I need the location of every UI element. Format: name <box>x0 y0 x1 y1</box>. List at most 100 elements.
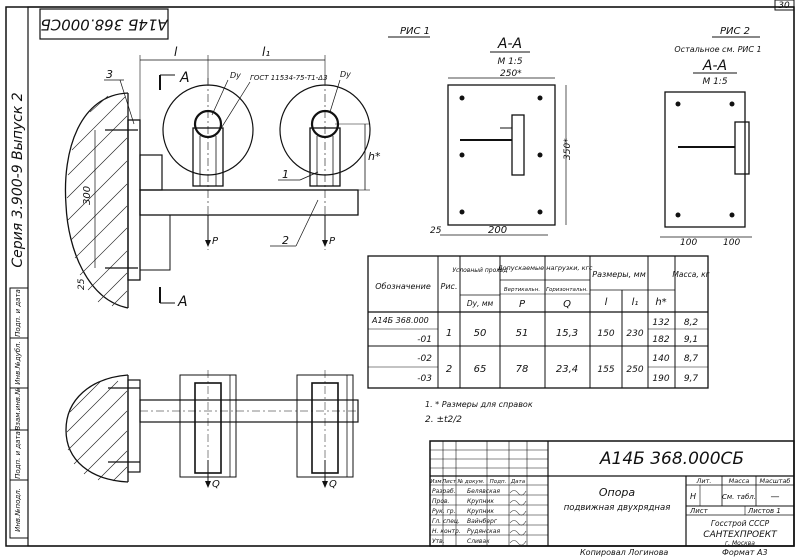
footer-format: Формат А3 <box>722 548 768 557</box>
note-2: 2. ±t2/2 <box>425 415 462 425</box>
tb-col-izm: Изм <box>430 479 441 485</box>
th-mass: Масса, кг <box>672 270 709 279</box>
fig2-dim-b: 100 <box>723 238 740 248</box>
row2-fig: 2 <box>446 364 452 375</box>
tb-org3: г. Москва <box>725 540 755 547</box>
footer-copied: Копировал Логинова <box>580 548 668 557</box>
tb-role-0: Разраб. <box>432 488 456 495</box>
th-horiz: Горизонтальн. <box>546 287 588 293</box>
tb-role-3: Гл. спец. <box>432 518 460 525</box>
fig2-scale: М 1:5 <box>702 77 727 87</box>
sheet-number: 30 <box>778 1 790 11</box>
section-a-25: 25 <box>430 226 442 236</box>
leader-2: 2 <box>282 234 289 247</box>
fig2-dim-a: 100 <box>680 238 697 248</box>
tb-name-4: Рудянская <box>467 528 500 535</box>
row2-Q: 23,4 <box>556 364 578 375</box>
tb-role-2: Рук. гр. <box>432 508 456 515</box>
du1-label: Dу <box>230 71 241 80</box>
tb-masshtab: Масштаб <box>760 477 791 485</box>
title-block: Изм Лист № докум. Подп. Дата Разраб. Бел… <box>429 440 795 547</box>
figure1-front-view: РИС 1 <box>64 26 430 310</box>
section-a-width: 250* <box>500 69 522 79</box>
side-label-1: Подп. и дата <box>14 431 22 479</box>
tb-lit: Лит. <box>696 477 712 485</box>
fig1-title: РИС 1 <box>400 26 430 37</box>
parameters-table: Обозначение Рис. Условный проход Dу, мм … <box>367 255 710 389</box>
fig2-title: РИС 2 <box>720 26 750 37</box>
leader-1: 1 <box>282 168 289 181</box>
tb-name-5: Сливак <box>467 538 490 545</box>
row0-mass: 8,2 <box>684 318 699 328</box>
series-label: Серия 3.900-9 Выпуск 2 <box>10 92 26 267</box>
load-q1: Q <box>212 479 220 490</box>
row1-designation: -01 <box>417 335 432 345</box>
tb-name-0: Белявская <box>467 488 500 495</box>
section-a-left: А-А М 1:5 250* 350* 200 25 <box>430 36 573 236</box>
tb-role-1: Пров. <box>432 498 450 505</box>
tb-lit-val: Н <box>690 492 696 501</box>
fig2-note: Остальное см. РИС 1 <box>674 45 761 54</box>
tb-col-date: Дата <box>510 479 526 485</box>
row2-h: 140 <box>652 354 669 364</box>
row1-h: 182 <box>652 335 669 345</box>
row0-designation: А14Б 368.000 <box>371 316 429 325</box>
row2-designation: -02 <box>417 354 432 364</box>
tb-listov: Листов 1 <box>747 507 781 515</box>
th-vert: Вертикальн. <box>504 287 540 293</box>
load-p1: P <box>212 236 219 247</box>
th-loads: Допускаемые нагрузки, кгс <box>496 264 592 272</box>
row0-l: 150 <box>597 329 614 339</box>
row2-P: 78 <box>516 364 529 375</box>
th-l1: l₁ <box>632 297 639 308</box>
section-a-height: 350* <box>563 138 573 160</box>
tb-org1: Госстрой СССР <box>711 519 770 528</box>
side-label-4: Подп. и дата <box>14 289 22 337</box>
row0-fig: 1 <box>446 328 452 339</box>
side-label-3: Инв.№дубл. <box>14 341 22 384</box>
tb-massa: Масса <box>729 477 750 485</box>
th-l: l <box>605 297 608 308</box>
row3-designation: -03 <box>417 374 432 384</box>
row0-P: 51 <box>516 328 529 339</box>
th-fig: Рис. <box>441 282 458 291</box>
sheet-number-box <box>774 0 795 11</box>
th-h: h* <box>655 297 666 308</box>
tb-mass-val: См. табл. <box>722 493 756 501</box>
th-du: Dу, мм <box>467 299 494 308</box>
tb-scale-val: — <box>771 492 780 502</box>
tb-name2: подвижная двухрядная <box>564 503 671 513</box>
tb-name-2: Крупник <box>467 508 494 515</box>
tb-col-list: Лист <box>441 479 457 485</box>
tb-list: Лист <box>689 507 709 515</box>
row0-Q: 15,3 <box>556 328 578 339</box>
side-stamp: Инв.№подл. Подп. и дата Взам.инв.№ Инв.№… <box>9 287 29 539</box>
tb-role-4: Н. контр. <box>432 528 461 535</box>
signatures <box>509 490 527 546</box>
row0-du: 50 <box>474 328 487 339</box>
designation-stamp: А14Б 368.000СБ <box>40 16 168 34</box>
designation-stamp-box <box>39 8 169 40</box>
dim-25: 25 <box>77 278 87 290</box>
th-sizes: Размеры, мм <box>592 270 646 279</box>
section-a-title: А-А <box>497 36 522 52</box>
row0-l1: 230 <box>626 329 643 339</box>
row2-l1: 250 <box>626 365 643 375</box>
side-label-2: Взам.инв.№ <box>14 387 22 430</box>
tb-role-5: Утв. <box>432 538 445 545</box>
row1-mass: 9,1 <box>684 335 698 345</box>
dim-l1: l₁ <box>262 45 270 59</box>
fig2-section-title: А-А <box>702 58 727 74</box>
tb-name1: Опора <box>599 486 636 499</box>
th-Q: Q <box>563 299 571 310</box>
drawing-frame <box>27 6 795 547</box>
figure1-top-view: Q Q <box>65 370 359 490</box>
tb-code: А14Б 368.000СБ <box>599 449 744 469</box>
section-mark-bottom: A <box>177 294 188 310</box>
note-1: 1. * Размеры для справок <box>425 400 533 409</box>
tb-org2: САНТЕХПРОЕКТ <box>703 530 778 540</box>
side-label-0: Инв.№подл. <box>14 488 22 532</box>
load-q2: Q <box>329 479 337 490</box>
th-P: P <box>519 299 526 310</box>
